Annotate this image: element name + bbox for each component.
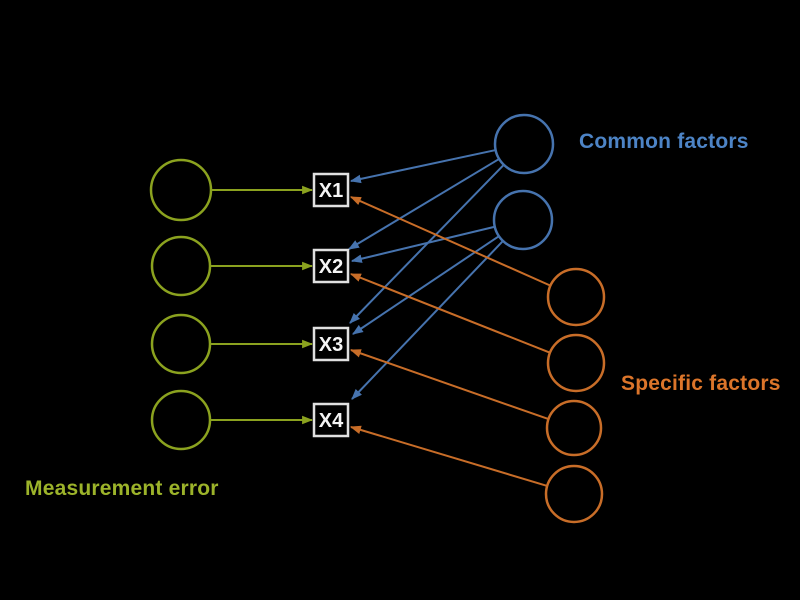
specific-factor-circle-s1 xyxy=(546,267,606,327)
common-arrow-f1-to-X2 xyxy=(348,158,500,250)
indicator-box-X3 xyxy=(312,326,350,362)
specific-arrow-s2-to-X2 xyxy=(349,273,551,354)
common-arrow-f2-to-X4 xyxy=(351,240,504,400)
measurement-error-label: Measurement error xyxy=(25,477,219,500)
common-factor-circle-f1 xyxy=(493,113,555,175)
error-factor-circle-e4 xyxy=(150,389,212,451)
specific-arrow-s4-to-X4 xyxy=(349,425,548,487)
common-factor-circle-f2 xyxy=(492,189,554,251)
specific-factor-circle-s2 xyxy=(546,333,606,393)
indicator-label-X4: X4 xyxy=(319,410,344,432)
indicator-box-X4 xyxy=(312,402,350,438)
specific-arrow-s1-to-X1 xyxy=(349,196,551,287)
indicator-label-X3: X3 xyxy=(319,334,343,356)
error-factor-circle-e3 xyxy=(150,313,212,375)
specific-factors-label: Specific factors xyxy=(621,372,781,395)
indicator-box-X1 xyxy=(312,172,350,208)
common-arrow-f2-to-X2 xyxy=(350,225,496,263)
indicator-box-X2 xyxy=(312,248,350,284)
specific-factor-circle-s4 xyxy=(544,464,604,524)
indicator-label-X2: X2 xyxy=(319,256,343,278)
common-arrow-f1-to-X1 xyxy=(349,149,496,184)
indicator-label-X1: X1 xyxy=(319,180,343,202)
error-factor-circle-e2 xyxy=(150,235,212,297)
error-factor-circle-e1 xyxy=(149,158,213,222)
specific-arrow-s3-to-X3 xyxy=(349,349,549,421)
specific-factor-circle-s3 xyxy=(545,399,603,457)
common-factors-label: Common factors xyxy=(579,130,749,153)
common-arrow-f2-to-X3 xyxy=(352,235,500,335)
